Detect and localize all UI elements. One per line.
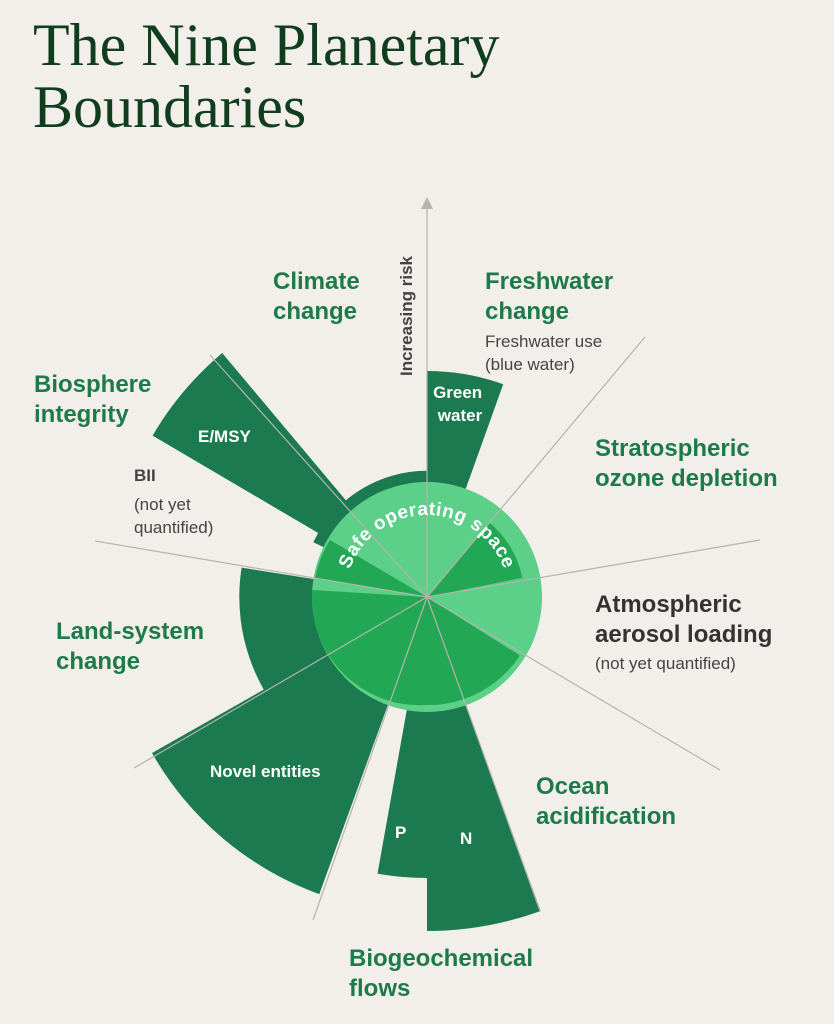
biogeochemical-flows-label: Biogeochemical flows <box>349 945 540 1002</box>
divider-lines <box>94 205 761 921</box>
divider-line <box>312 596 428 921</box>
ozone-core <box>427 522 523 597</box>
novel-entities-label: Novel entities <box>210 762 321 781</box>
title-line-1: The Nine Planetary <box>33 12 500 78</box>
freshwater-change-label: Freshwater change <box>485 268 620 325</box>
green-water-label: Green water <box>433 383 487 425</box>
aerosol-sublabel: (not yet quantified) <box>595 654 736 673</box>
page-title: The Nine Planetary Boundaries <box>33 14 500 138</box>
bii-label: BII <box>134 466 156 485</box>
increasing-risk-label: Increasing risk <box>397 255 416 376</box>
divider-line <box>426 336 646 598</box>
ozone-depletion-label: Stratospheric ozone depletion <box>595 435 778 492</box>
divider-line <box>94 540 428 598</box>
title-line-2: Boundaries <box>33 74 307 140</box>
biosphere-integrity-label: Biosphere integrity <box>34 371 158 428</box>
divider-line <box>209 354 428 598</box>
freshwater-sublabel: Freshwater use (blue water) <box>485 332 607 374</box>
bii-sublabel: (not yet quantified) <box>134 495 213 537</box>
core-segments <box>312 522 523 706</box>
ocean-core <box>427 597 520 706</box>
land-system-change-label: Land-system change <box>56 618 211 675</box>
divider-line <box>426 596 541 912</box>
p-label: P <box>395 823 406 842</box>
divider-line <box>133 596 428 769</box>
n-label: N <box>460 829 472 848</box>
divider-line <box>426 596 721 771</box>
climate-change-label: Climate change <box>273 268 366 325</box>
aerosol-loading-label: Atmospheric aerosol loading <box>595 591 772 648</box>
lower-core <box>312 590 427 706</box>
emsy-label: E/MSY <box>198 427 252 446</box>
ocean-acidification-label: Ocean acidification <box>536 773 676 830</box>
divider-line <box>426 539 761 598</box>
axis-arrowhead <box>421 197 433 209</box>
